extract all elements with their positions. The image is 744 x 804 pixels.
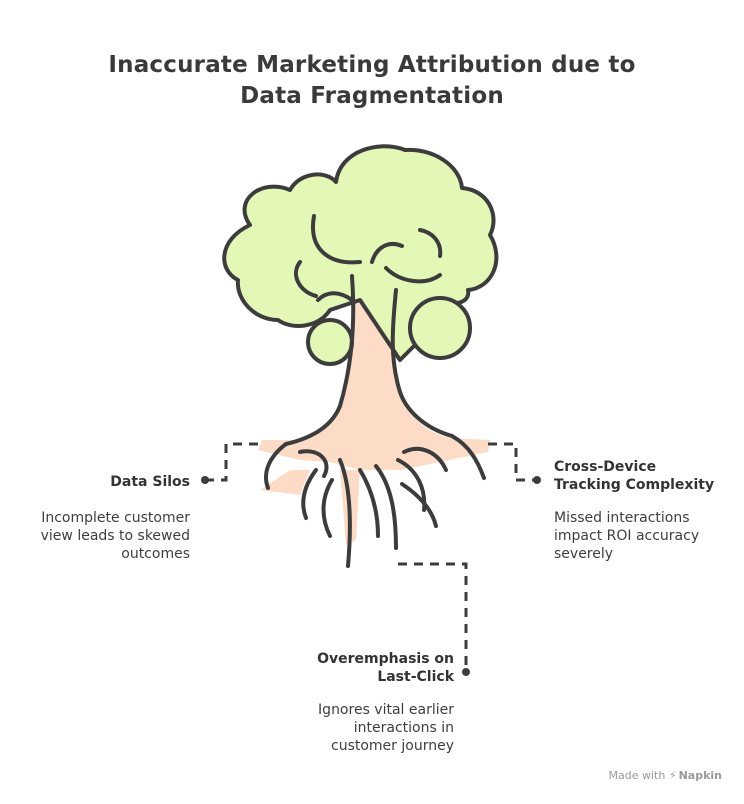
foliage-details — [294, 214, 472, 366]
desc-last-click: Ignores vital earlier interactions in cu… — [318, 702, 454, 754]
connector-data-silos — [208, 442, 258, 482]
connector-dots — [201, 476, 541, 676]
connectors — [208, 442, 534, 670]
desc-cross-device: Missed interactions impact ROI accuracy … — [554, 510, 700, 562]
label-last-click: Overemphasis on Last-Click — [317, 651, 454, 685]
label-data-silos: Data Silos — [110, 474, 190, 490]
connector-cross-device — [488, 442, 534, 482]
diagram-title: Inaccurate Marketing Attribution due to … — [0, 50, 744, 112]
title-line-2: Data Fragmentation — [240, 83, 504, 109]
dot-data-silos — [201, 476, 209, 484]
dot-last-click — [462, 668, 470, 676]
title-line-1: Inaccurate Marketing Attribution due to — [108, 52, 636, 78]
trunk-outline — [284, 242, 454, 446]
desc-data-silos: Incomplete customer view leads to skewed… — [40, 510, 190, 562]
footer-prefix: Made with — [608, 769, 666, 782]
tree-roots — [264, 434, 486, 568]
label-cross-device: Cross-Device Tracking Complexity — [554, 459, 715, 493]
footer-brand: Napkin — [678, 769, 722, 782]
connector-last-click — [398, 562, 468, 670]
napkin-logo-icon: ⚡ — [668, 769, 677, 782]
dot-cross-device — [533, 476, 541, 484]
footer-credit[interactable]: Made with ⚡Napkin — [609, 769, 722, 782]
